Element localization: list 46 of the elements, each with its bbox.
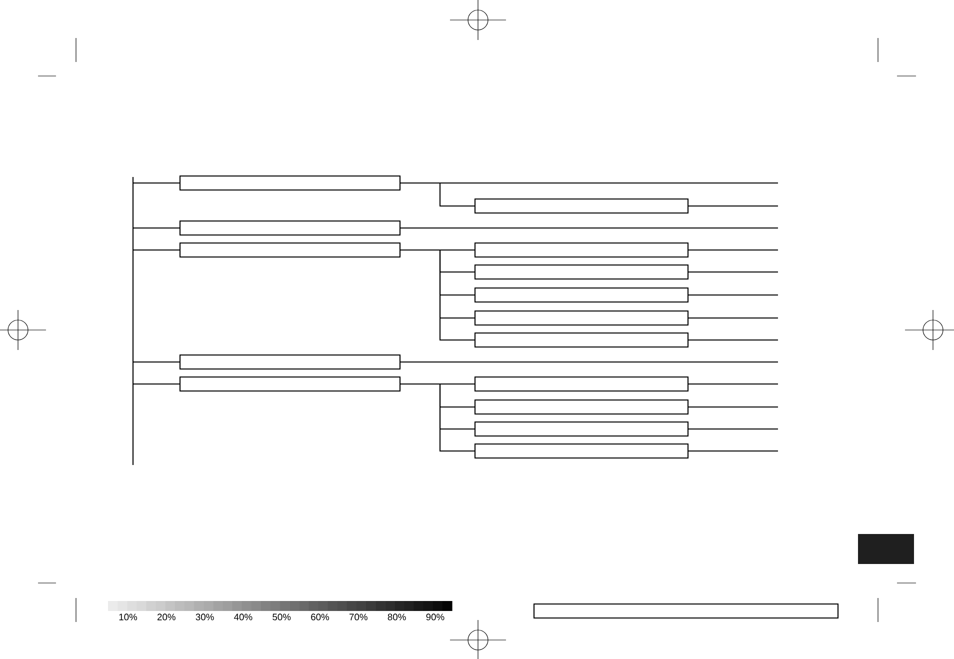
empty-box — [474, 310, 689, 326]
connector-line — [688, 249, 778, 251]
empty-box — [179, 220, 401, 236]
connector-line — [688, 339, 778, 341]
empty-box — [533, 603, 839, 619]
connector-line — [400, 383, 474, 452]
connector-line — [400, 182, 474, 207]
empty-box — [474, 287, 689, 303]
percent-label: 70% — [350, 614, 368, 620]
empty-box — [474, 421, 689, 437]
empty-box — [179, 354, 401, 370]
percent-label: 60% — [311, 614, 330, 620]
empty-box — [179, 376, 401, 392]
connector-line — [688, 406, 778, 408]
connector-line — [688, 294, 778, 296]
connector-line — [400, 361, 778, 363]
connector-line — [688, 428, 778, 430]
empty-box — [474, 332, 689, 348]
percent-label: 30% — [196, 614, 214, 620]
connector-line — [133, 227, 180, 229]
trunk-line — [132, 177, 134, 465]
connector-line — [133, 361, 180, 363]
connector-line — [688, 205, 778, 207]
empty-box — [474, 376, 689, 392]
percent-label: 90% — [426, 614, 444, 620]
empty-box — [474, 264, 689, 280]
connector-line — [688, 271, 778, 273]
empty-box — [474, 198, 689, 214]
connector-line — [400, 227, 778, 229]
empty-box — [179, 175, 401, 191]
connector-line — [400, 249, 474, 341]
connector-line — [688, 317, 778, 319]
percent-label: 20% — [158, 614, 176, 620]
connector-line — [133, 383, 180, 385]
connector-line — [688, 450, 778, 452]
percent-label: 80% — [388, 614, 406, 620]
empty-box — [179, 242, 401, 258]
connector-line — [133, 249, 180, 251]
empty-box — [474, 242, 689, 258]
percent-label: 10% — [119, 614, 138, 620]
empty-box — [474, 399, 689, 415]
percent-label: 50% — [272, 614, 291, 620]
percent-label: 40% — [234, 614, 252, 620]
connector-line — [688, 383, 778, 385]
empty-box — [474, 443, 689, 459]
connector-line — [133, 182, 180, 184]
